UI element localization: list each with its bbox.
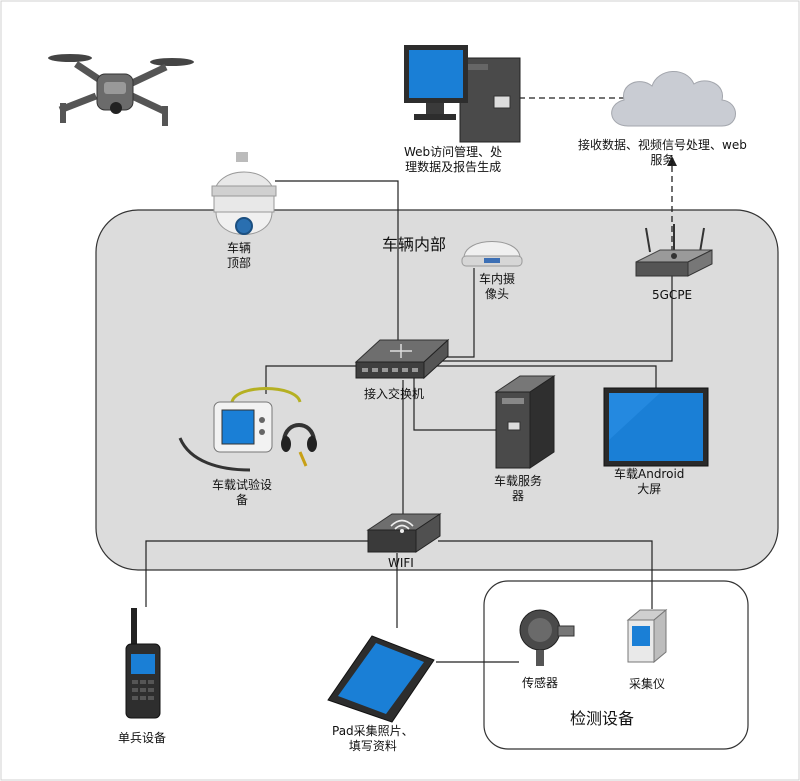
dome-camera-icon	[211, 152, 277, 235]
vehicle-interior-region	[95, 209, 779, 571]
radio-icon	[125, 608, 161, 719]
link-handheld-wifi	[145, 540, 372, 607]
sensor-label: 传感器	[522, 676, 559, 690]
vehicle-interior-label: 车辆内部	[382, 235, 447, 254]
link-testdev-switch	[265, 365, 380, 394]
test-device-label: 车载试验设 备	[212, 478, 273, 507]
roof-camera-label: 车辆 顶部	[227, 241, 252, 270]
router-icon	[635, 224, 713, 277]
cabin-camera-icon	[461, 241, 523, 267]
cloud-icon	[611, 71, 736, 127]
android-screen-label: 车载Android 大屏	[614, 467, 685, 496]
switch-label: 接入交换机	[364, 387, 425, 401]
link-switch-cpe	[432, 276, 673, 362]
inspection-devices-label: 检测设备	[570, 709, 635, 728]
tablet-icon	[327, 635, 435, 723]
pad-label: Pad采集照片、 填写资料	[332, 724, 414, 753]
link-cabincam-switch	[440, 268, 475, 358]
drone-icon	[48, 54, 194, 126]
monitor-icon	[603, 387, 709, 467]
collector-label: 采集仪	[629, 677, 666, 691]
server-label: 车载服务 器	[494, 474, 543, 503]
connections	[145, 180, 673, 663]
cloud-label: 接收数据、视频信号处理、web 服务	[578, 138, 747, 167]
collector-icon	[626, 608, 668, 664]
server-icon	[494, 375, 556, 469]
wifi-ap-icon	[366, 513, 442, 553]
link-switch-server	[413, 378, 496, 431]
test-device-icon	[178, 387, 317, 472]
sensor-icon	[519, 609, 575, 666]
cpe-label: 5GCPE	[652, 288, 693, 302]
handheld-label: 单兵设备	[118, 731, 167, 745]
web-pc-label: Web访问管理、处 理数据及报告生成	[404, 145, 503, 174]
cabin-camera-label: 车内摄 像头	[479, 272, 516, 301]
link-wifi-collector	[438, 540, 653, 609]
switch-icon	[354, 338, 450, 380]
pc-icon	[404, 45, 521, 143]
link-switch-screen	[430, 365, 657, 388]
link-roofcam-switch	[275, 180, 399, 350]
wifi-label: WIFI	[388, 556, 414, 570]
